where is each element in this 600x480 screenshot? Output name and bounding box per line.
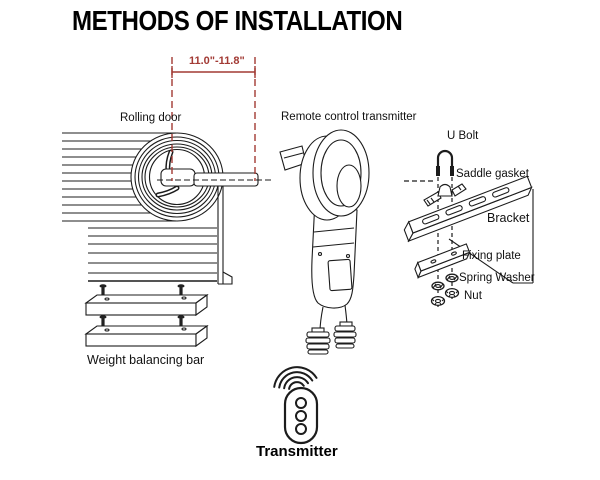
u-bolt-drawing xyxy=(436,149,454,176)
plug-connector-icon xyxy=(305,327,331,355)
bracket-drawing xyxy=(403,175,533,243)
label-saddle-gasket: Saddle gasket xyxy=(456,168,529,180)
label-u-bolt: U Bolt xyxy=(447,130,479,142)
radio-waves-icon xyxy=(273,366,318,390)
rolling-door-drawing xyxy=(62,132,272,285)
label-fixing-plate: Fixing plate xyxy=(462,250,521,262)
spring-washer-drawing xyxy=(431,273,459,291)
fastener-assembly-drawing xyxy=(403,149,534,307)
motor-drawing xyxy=(279,129,370,355)
label-rolling-door: Rolling door xyxy=(120,112,182,124)
label-weight-balancing-bar: Weight balancing bar xyxy=(87,353,205,367)
label-bracket: Bracket xyxy=(487,211,530,225)
dimension-annotation xyxy=(171,57,256,181)
page-title: METHODS OF INSTALLATION xyxy=(72,5,403,36)
transmitter-drawing xyxy=(273,366,319,445)
nut-drawing xyxy=(430,287,460,307)
label-remote-control-transmitter: Remote control transmitter xyxy=(281,111,417,123)
plug-connector-icon xyxy=(333,321,357,349)
label-transmitter: Transmitter xyxy=(256,443,338,460)
bolt-icon xyxy=(99,284,185,296)
label-spring-washer: Spring Washer xyxy=(459,272,535,284)
saddle-gasket-drawing xyxy=(423,183,467,207)
fixing-plate-drawing xyxy=(414,243,471,279)
bolt-icon xyxy=(99,315,185,327)
label-nut: Nut xyxy=(464,290,482,302)
weight-balancing-bar-drawing xyxy=(84,284,209,348)
dimension-label: 11.0"-11.8" xyxy=(189,55,245,67)
